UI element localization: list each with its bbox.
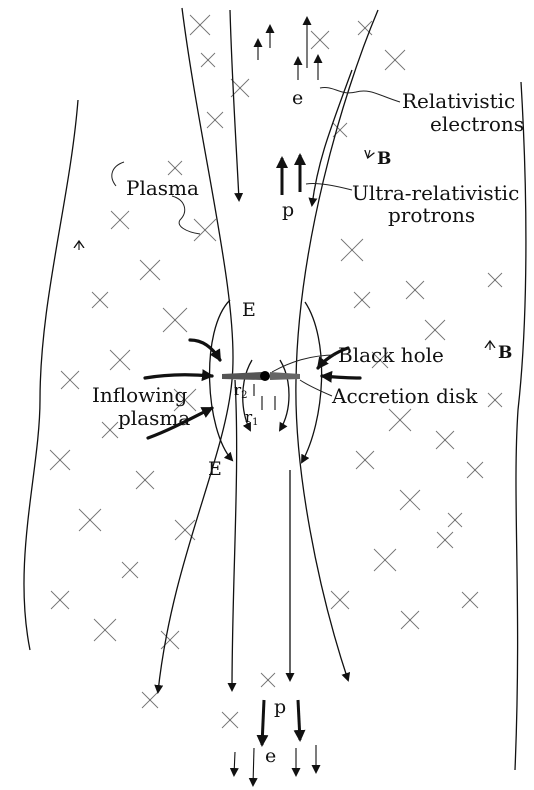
label-b-field-top: B [377, 149, 391, 169]
electron-arrow-bottom-1 [234, 752, 235, 775]
jet-field-line-left-lower [232, 380, 237, 690]
pointer-plasma-2 [172, 196, 200, 234]
label-inflowing-line1: Inflowing [92, 383, 188, 407]
label-r2-sub: 2 [241, 390, 247, 401]
inner-loop-inner-right [280, 360, 289, 430]
label-relativistic-line2: electrons [430, 112, 524, 136]
inflow-arrow-2 [145, 375, 212, 378]
label-relativistic-line1: Relativistic [402, 89, 515, 113]
label-proton-top: p [282, 199, 294, 221]
proton-arrow-bottom-2 [298, 700, 300, 740]
label-plasma: Plasma [126, 176, 199, 200]
label-r1: r1 [245, 408, 259, 428]
accretion-disk [222, 372, 262, 380]
electron-arrow-bottom-2 [253, 748, 254, 785]
inner-loop-right [302, 302, 322, 462]
outer-field-line-left [24, 100, 78, 650]
inflow-arrow-1 [190, 340, 220, 360]
label-b-field-right: B [498, 343, 512, 363]
jet-field-line-left-inner [230, 10, 239, 200]
label-e-field-top: E [242, 299, 256, 321]
label-black-hole: Black hole [338, 343, 444, 367]
pointer-plasma-1 [112, 162, 124, 186]
jet-field-line-right-inner [312, 70, 352, 205]
pointer-ultra-relativistic [306, 183, 352, 190]
label-e-field-bottom: E [208, 458, 222, 480]
pointer-relativistic-electrons [320, 87, 400, 102]
label-ultra-relativistic-line2: protrons [388, 203, 475, 227]
label-electron-top: e [292, 87, 303, 109]
label-r1-sub: 1 [252, 417, 258, 428]
label-electron-bottom: e [265, 745, 276, 767]
b-field-marker-top [368, 150, 370, 157]
r1-marker [262, 396, 275, 410]
jet-field-line-left-outer [158, 8, 233, 692]
black-hole [260, 371, 270, 381]
label-proton-bottom: p [274, 696, 286, 718]
label-inflowing-line2: plasma [118, 406, 190, 430]
label-r2: r2 [234, 381, 248, 401]
proton-arrow-bottom-1 [262, 700, 264, 745]
label-accretion-disk: Accretion disk [331, 384, 478, 408]
label-ultra-relativistic-line1: Ultra-relativistic [352, 181, 519, 205]
pointer-accretion-disk [300, 380, 332, 396]
inner-loop-left [210, 300, 232, 460]
inflow-arrow-5 [322, 376, 360, 378]
